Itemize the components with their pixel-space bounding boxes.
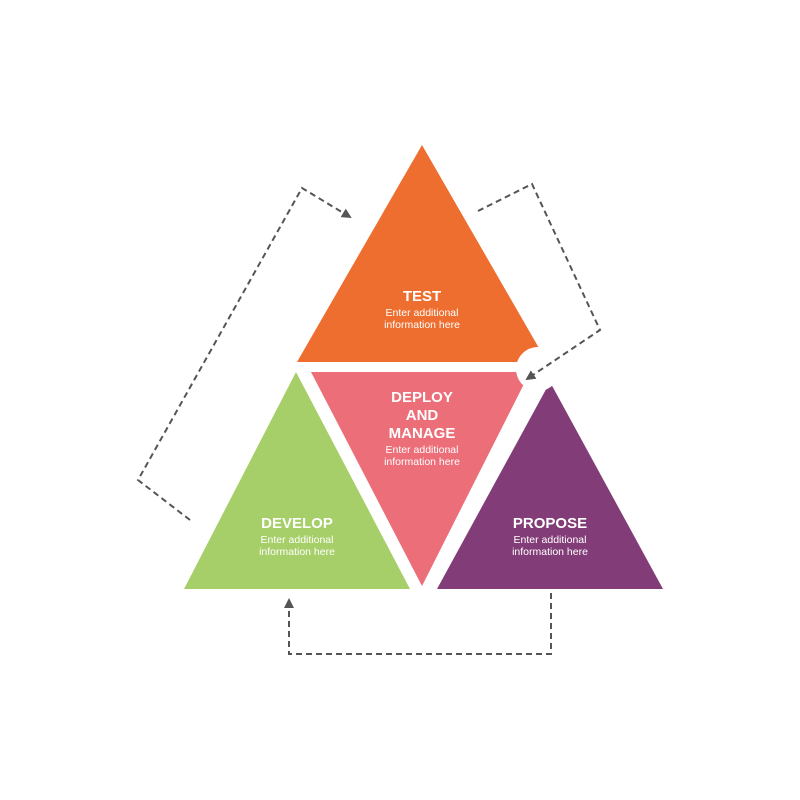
- deploy-title-line2: AND: [406, 407, 439, 424]
- propose-desc-line1: Enter additional: [514, 534, 587, 546]
- test-desc-line2: information here: [384, 319, 460, 331]
- junction-notch: [516, 347, 560, 391]
- test-triangle[interactable]: [297, 145, 547, 362]
- deploy-desc-line1: Enter additional: [386, 444, 459, 456]
- develop-desc-line1: Enter additional: [261, 534, 334, 546]
- test-title: TEST: [403, 288, 441, 305]
- develop-title: DEVELOP: [261, 515, 333, 532]
- propose-desc-line2: information here: [512, 546, 588, 558]
- flow-arrow-test-to-propose: [477, 182, 602, 381]
- deploy-manage-triangle[interactable]: [311, 372, 530, 586]
- deploy-title-line1: DEPLOY: [391, 389, 453, 406]
- propose-triangle[interactable]: [437, 382, 663, 589]
- deploy-desc-line2: information here: [384, 456, 460, 468]
- propose-title: PROPOSE: [513, 515, 587, 532]
- deploy-title-line3: MANAGE: [389, 425, 456, 442]
- flow-arrow-develop-to-test: [136, 186, 352, 521]
- flow-arrow-propose-to-develop: [284, 593, 552, 655]
- test-desc-line1: Enter additional: [386, 307, 459, 319]
- develop-desc-line2: information here: [259, 546, 335, 558]
- develop-triangle[interactable]: [184, 372, 410, 589]
